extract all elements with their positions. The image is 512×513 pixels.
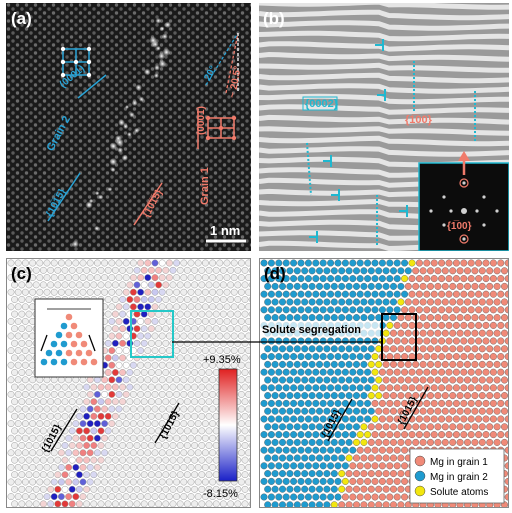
panel-label: (b) (263, 9, 285, 28)
svg-text:Solute segregation: Solute segregation (262, 324, 361, 336)
panel-label: (d) (264, 264, 286, 283)
plane-line (327, 398, 353, 442)
legend-swatch-grain1 (414, 455, 426, 467)
atom-strain-map (7, 259, 250, 507)
plane-line (403, 386, 429, 430)
legend-label-grain2: Mg in grain 2 (430, 472, 488, 483)
plane-0001-red: (0001) (196, 106, 207, 135)
panel-d-atomic-model: (d) Solute segregation {1̅015} {1̅015} M… (259, 258, 509, 508)
panel-c-strain-map: (c) +9.35% -8.15% {1̅015} {1̅015} (6, 258, 251, 508)
highlight-box (130, 310, 174, 358)
legend-swatch-grain2 (414, 470, 426, 482)
red-arrow (458, 151, 470, 175)
legend-label-grain1: Mg in grain 1 (430, 457, 488, 468)
colorbar (218, 368, 238, 482)
scale-bar-label: 1 nm (210, 223, 240, 238)
plane-line (47, 172, 81, 222)
angle-label-red: ~ 20.5° (227, 65, 243, 99)
plane-label-blue: {0002} (305, 98, 339, 110)
atomic-lattice-image (6, 3, 251, 251)
schematic-inset (34, 298, 104, 378)
panel-label: (c) (11, 264, 32, 283)
panel-b-fourier-filtered-image: (b) {0002} {1̅00} {1̅00} (259, 3, 509, 251)
legend-label-solute: Solute atoms (430, 487, 488, 498)
plane-line (154, 402, 180, 444)
segregation-callout: Solute segregation (260, 321, 380, 337)
colorbar-max: +9.35% (203, 354, 241, 366)
solute-bright-spots (71, 17, 172, 248)
panel-label: (a) (11, 9, 32, 28)
grain1-label: Grain 1 (199, 167, 211, 205)
angle-marks (205, 32, 239, 94)
fft-inset: {1̅00} (418, 162, 509, 251)
plane-line (133, 182, 163, 226)
plane-line (77, 74, 107, 99)
dislocation-markers (309, 39, 408, 243)
colorbar-min: -8.15% (203, 488, 238, 500)
plane-label-red: {1̅00} (405, 114, 433, 126)
plane-box (302, 96, 338, 111)
panel-a-haadf-image: (a) (0001) Grain 2 {10̅1̅5} 20° ~ 20.5° (6, 3, 251, 251)
legend: Mg in grain 1 Mg in grain 2 Solute atoms (409, 448, 505, 504)
fringe-markers (306, 61, 476, 247)
legend-swatch-solute (414, 485, 426, 497)
segregation-box (381, 313, 417, 361)
plane-line (50, 408, 78, 452)
inset-label: {1̅00} (447, 220, 472, 232)
